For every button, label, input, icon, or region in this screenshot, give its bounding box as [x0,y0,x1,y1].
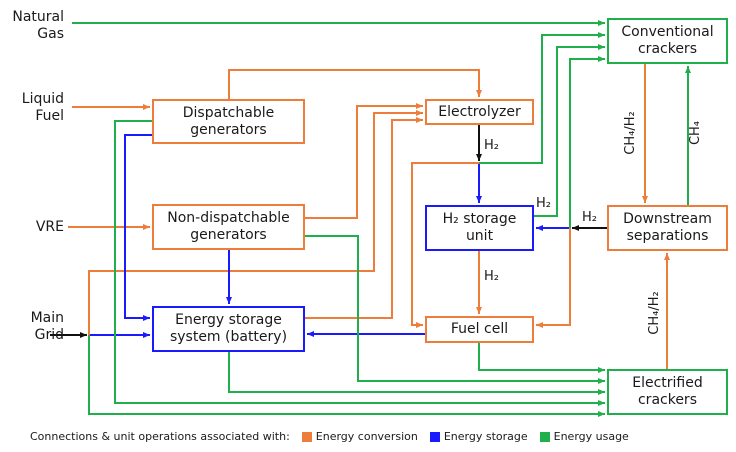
node-label: Downstream [623,211,712,227]
node-label: Electrolyzer [438,103,521,120]
edge-downstream-to-fuel-cell [536,228,571,328]
edge-non-dispatchable-to-electrolyzer [305,103,423,219]
node-label: unit [465,228,494,244]
node-electrolyzer[interactable]: Electrolyzer [425,99,534,125]
flow-label-downstream-conventional: CH₄ [688,120,703,146]
source-label-line: Grid [34,327,64,343]
node-label: Dispatchable [182,104,275,121]
legend-label-storage: Energy storage [443,430,528,443]
edge-dispatchable-to-electrified [114,120,605,406]
node-label: system (battery) [169,329,288,345]
legend-swatch-conversion [301,431,312,442]
edge-main-grid-to-electrified [88,335,605,417]
node-label: H₂ storage [442,211,517,227]
legend-swatch-storage [429,431,440,442]
node-label: generators [190,121,267,138]
flow-label-conventional-downstream: CH₄/H₂ [623,111,638,155]
source-label-line: Gas [37,26,64,42]
flow-label-electrified-downstream: CH₄/H₂ [647,291,662,335]
source-natural-gas: Natural Gas [12,9,64,43]
node-label: Non-dispatchable [167,210,290,226]
connections [50,20,691,417]
legend-label-usage: Energy usage [553,430,629,443]
legend-label-conversion: Energy conversion [315,430,418,443]
edge-electrolyzer-to-conventional [479,32,605,164]
edge-electrolyzer-to-fuel-cell [411,162,479,328]
edge-fuel-cell-to-electrified [478,343,605,373]
flow-label-electrolyzer-h2: H₂ [484,138,499,153]
edge-dispatchable-to-battery [124,134,152,321]
source-vre: VRE [36,219,64,236]
node-label: Conventional [621,24,714,40]
node-label: crackers [637,392,697,408]
source-label-line: Natural [12,9,64,25]
source-label-line: VRE [35,219,64,235]
node-fuel-cell[interactable]: Fuel cell [425,316,534,343]
edge-non-dispatchable-to-electrified [305,235,605,384]
edge-battery-to-electrified [228,352,605,395]
edge-h2-storage-to-conventional [534,44,605,217]
edge-dispatchable-to-electrolyzer [228,69,482,99]
node-label: Fuel cell [450,321,509,337]
source-liquid-fuel: Liquid Fuel [22,91,64,125]
node-label: Electrified [632,375,703,391]
legend: Connections & unit operations associated… [30,430,629,443]
legend-title: Connections & unit operations associated… [30,430,290,443]
source-label-line: Liquid [21,91,64,107]
edge-main-grid-to-electrolyzer [88,110,423,335]
node-label: Energy storage [175,312,282,328]
flow-label-downstream-h2: H₂ [582,210,597,225]
legend-swatch-usage [539,431,550,442]
node-label: generators [190,227,267,243]
flow-label-h2storage-fuelcell: H₂ [484,269,499,284]
source-main-grid: Main Grid [31,310,64,344]
edge-downstream-to-conventional [569,56,605,228]
node-label: separations [626,228,709,244]
flow-label-h2storage-conventional: H₂ [536,196,551,211]
edge-battery-to-electrolyzer [305,117,423,319]
node-label: crackers [637,41,697,57]
source-label-line: Main [30,310,64,326]
source-label-line: Fuel [35,108,64,124]
